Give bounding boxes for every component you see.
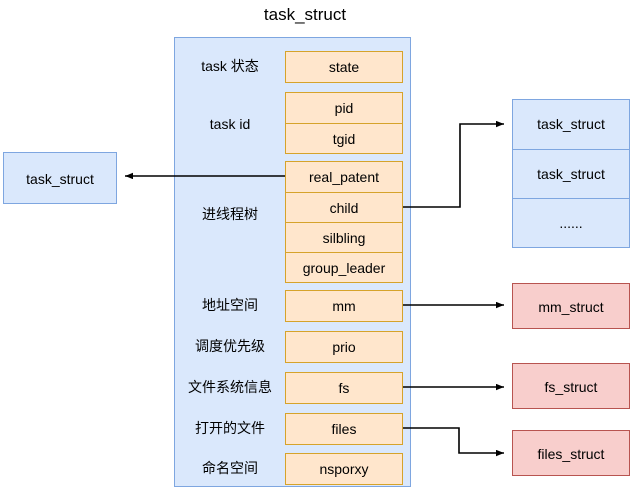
field-pid[interactable]: pid [286, 93, 402, 123]
field-nsporxy[interactable]: nsporxy [286, 454, 402, 484]
field-group-files: files [285, 413, 403, 445]
field-real-patent[interactable]: real_patent [286, 162, 402, 192]
files-struct-node[interactable]: files_struct [512, 430, 630, 476]
list-item-ellipsis: ...... [513, 198, 629, 247]
field-state[interactable]: state [286, 52, 402, 82]
field-fs[interactable]: fs [286, 373, 402, 403]
page-title: task_struct [263, 5, 347, 24]
child-task-struct-list: task_struct task_struct ...... [512, 99, 630, 248]
row-label-address-space: 地址空间 [202, 297, 258, 313]
field-child[interactable]: child [286, 192, 402, 222]
field-files[interactable]: files [286, 414, 402, 444]
row-label-task-id: task id [209, 116, 251, 132]
list-item[interactable]: task_struct [513, 100, 629, 149]
field-group-state: state [285, 51, 403, 83]
row-label-fs-info: 文件系统信息 [188, 379, 272, 395]
field-group-fs: fs [285, 372, 403, 404]
fs-struct-node[interactable]: fs_struct [512, 363, 630, 409]
field-group-process-tree: real_patent child silbling group_leader [285, 161, 403, 283]
field-group-task-id: pid tgid [285, 92, 403, 154]
parent-task-struct-node[interactable]: task_struct [3, 152, 117, 204]
field-group-leader[interactable]: group_leader [286, 252, 402, 282]
connector-child-to-task-list [403, 120, 504, 208]
row-label-process-tree: 进线程树 [202, 206, 258, 222]
field-group-prio: prio [285, 331, 403, 363]
mm-struct-node[interactable]: mm_struct [512, 283, 630, 329]
field-silbling[interactable]: silbling [286, 222, 402, 252]
field-group-mm: mm [285, 290, 403, 322]
row-label-sched-priority: 调度优先级 [195, 338, 265, 354]
field-prio[interactable]: prio [286, 332, 402, 362]
field-mm[interactable]: mm [286, 291, 402, 321]
row-label-open-files: 打开的文件 [195, 420, 265, 436]
row-label-task-state: task 状态 [201, 58, 259, 74]
row-label-namespace: 命名空间 [202, 460, 258, 476]
field-group-nsporxy: nsporxy [285, 453, 403, 485]
field-tgid[interactable]: tgid [286, 123, 402, 153]
connector-files-to-files-struct [403, 427, 504, 457]
list-item[interactable]: task_struct [513, 149, 629, 198]
